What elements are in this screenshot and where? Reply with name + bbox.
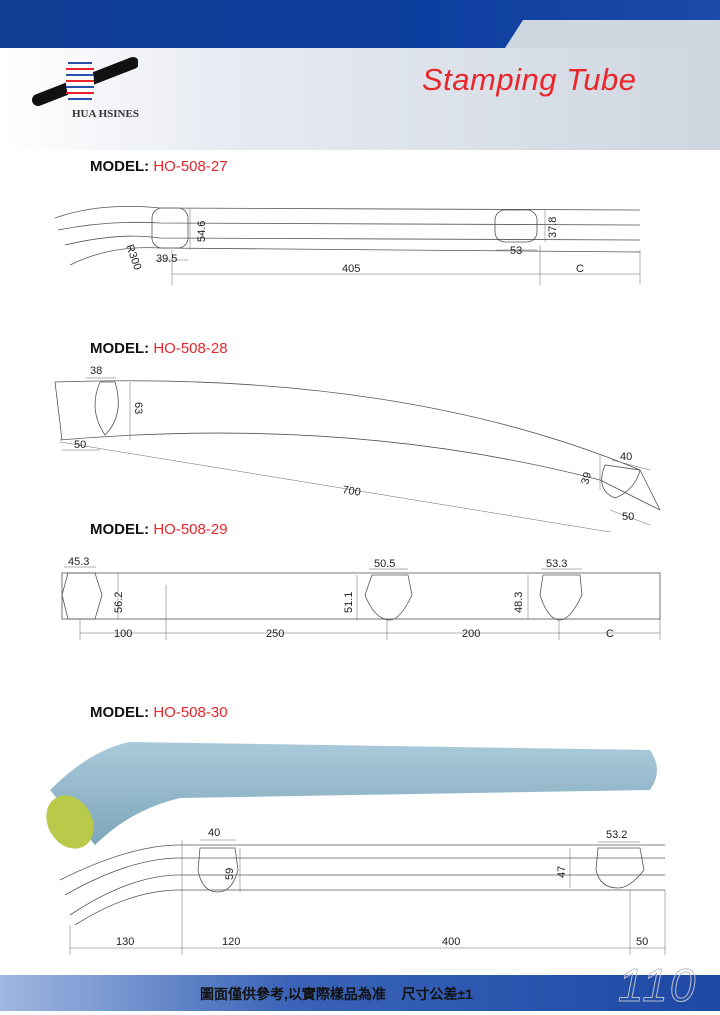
model-code: HO-508-29 xyxy=(153,521,228,538)
model-code: HO-508-27 xyxy=(153,158,228,175)
dim-width2: 40 xyxy=(620,451,632,463)
dim-height2: 51.1 xyxy=(343,592,355,613)
model-heading-27: MODEL: HO-508-27 xyxy=(90,158,228,175)
model-label: MODEL: xyxy=(90,521,150,538)
model-heading-29: MODEL: HO-508-29 xyxy=(90,521,228,538)
dim-width2: 53 xyxy=(510,245,522,257)
model-heading-28: MODEL: HO-508-28 xyxy=(90,340,228,357)
dim-width1: 38 xyxy=(90,365,102,377)
footer-note: 圖面僅供參考,以實際樣品為准 尺寸公差±1 xyxy=(200,986,473,1002)
dim-seg3: 400 xyxy=(442,936,460,948)
dim-height1: 63 xyxy=(132,402,144,414)
dim-seg1: 100 xyxy=(114,628,132,640)
header-tab xyxy=(505,20,720,48)
dim-height1: 59 xyxy=(224,868,236,880)
dim-width2: 50.5 xyxy=(374,558,395,570)
model-label: MODEL: xyxy=(90,158,150,175)
dim-c: C xyxy=(576,263,584,275)
dim-width2: 53.2 xyxy=(606,829,627,841)
model-code: HO-508-30 xyxy=(153,704,228,721)
drawing-ho-508-30: 40 59 53.2 47 130 120 400 50 xyxy=(46,742,666,955)
dim-length: 700 xyxy=(342,484,362,499)
dim-width3: 53.3 xyxy=(546,558,567,570)
logo xyxy=(32,57,138,106)
dim-c: C xyxy=(606,628,614,640)
dim-height2: 37.8 xyxy=(547,217,559,238)
drawing-ho-508-28: 38 63 50 700 39 40 50 xyxy=(54,365,661,533)
dim-seg4: 50 xyxy=(636,936,648,948)
drawing-ho-508-27: 54.6 39.5 53 37.8 R300 405 C xyxy=(54,205,641,285)
dim-width1: 39.5 xyxy=(156,253,177,265)
dim-seg2: 250 xyxy=(266,628,284,640)
dim-offset1: 50 xyxy=(74,439,86,451)
tube-3d-render xyxy=(50,742,657,845)
dim-seg3: 200 xyxy=(462,628,480,640)
page-title: Stamping Tube xyxy=(422,62,637,97)
dim-offset2: 50 xyxy=(622,511,634,523)
dim-length: 405 xyxy=(342,263,360,275)
drawing-ho-508-29: 45.3 56.2 50.5 51.1 53.3 48.3 100 250 20… xyxy=(61,556,661,640)
model-label: MODEL: xyxy=(90,704,150,721)
dim-height1: 56.2 xyxy=(113,592,125,613)
model-label: MODEL: xyxy=(90,340,150,357)
footer-band xyxy=(0,975,720,1011)
tube-end xyxy=(46,795,94,849)
dim-seg2: 120 xyxy=(222,936,240,948)
dim-radius: R300 xyxy=(123,243,143,272)
model-code: HO-508-28 xyxy=(153,340,228,357)
dim-height2: 47 xyxy=(556,866,568,878)
dim-height3: 48.3 xyxy=(513,592,525,613)
brand-name: HUA HSINES xyxy=(72,108,139,120)
dim-height1: 54.6 xyxy=(196,221,208,242)
dim-height2: 39 xyxy=(579,471,594,486)
dim-seg1: 130 xyxy=(116,936,134,948)
dim-width1: 40 xyxy=(208,827,220,839)
page-number: 110 xyxy=(617,959,698,1012)
dim-width1: 45.3 xyxy=(68,556,89,568)
model-heading-30: MODEL: HO-508-30 xyxy=(90,704,228,721)
